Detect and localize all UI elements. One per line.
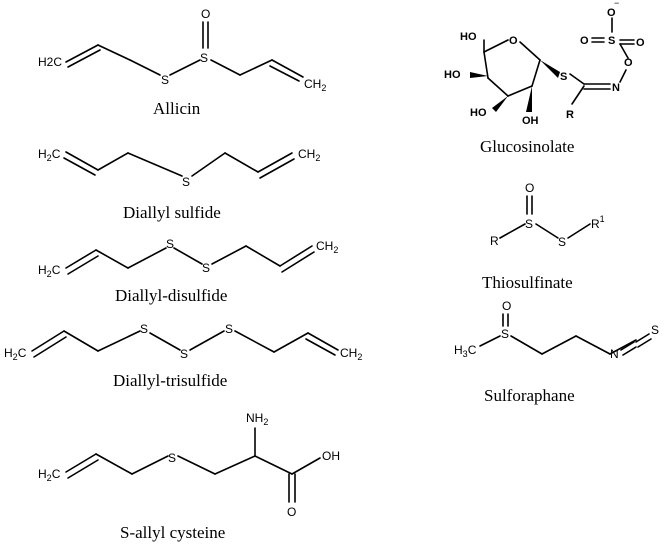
thiosulfinate-sulfur-1: S: [525, 217, 533, 231]
s-allyl-cysteine-caption: S-allyl cysteine: [120, 523, 225, 542]
diallyl-sulfide-caption: Diallyl sulfide: [123, 203, 221, 222]
glucosinolate-ho-bottom: HO: [470, 107, 487, 119]
diallyl-trisulfide-h2c-label: H2C: [4, 346, 27, 362]
glucosinolate-structure: O HO HO HO OH OH S N R O S O −: [444, 0, 645, 156]
sulforaphane-nitrogen-visible: N: [610, 347, 619, 361]
sulforaphane-h3c-label: H3C: [454, 343, 477, 359]
sulforaphane-oxygen: O: [502, 299, 511, 313]
glucosinolate-ho-top: HO: [460, 31, 477, 43]
glucosinolate-oh-bottom: OH: [522, 115, 539, 127]
s-allyl-cysteine-nh2-label: NH2: [246, 411, 268, 427]
glucosinolate-caption: Glucosinolate: [480, 137, 574, 156]
thiosulfinate-caption: Thiosulfinate: [482, 273, 573, 292]
diallyl-disulfide-structure: H2C S S CH2 Diallyl-disulfide: [38, 237, 338, 305]
allicin-ch2-label: CH2: [304, 77, 326, 93]
diallyl-trisulfide-sulfur-2: S: [180, 347, 188, 361]
thiosulfinate-sulfur-2: S: [558, 235, 566, 249]
glucosinolate-r-group: R: [566, 109, 574, 121]
diallyl-trisulfide-ch2-label: CH2: [340, 346, 362, 362]
glucosinolate-negative-charge: −: [614, 0, 619, 8]
allicin-caption: Allicin: [153, 99, 201, 118]
allicin-structure: H2C S S O CH2 Allicin: [38, 7, 326, 118]
diallyl-trisulfide-caption: Diallyl-trisulfide: [113, 371, 227, 390]
glucosinolate-oxime-oxygen: O: [624, 57, 633, 69]
thiosulfinate-r-right: R1: [591, 214, 605, 231]
diallyl-sulfide-structure: H2C S CH2 Diallyl sulfide: [38, 147, 320, 222]
s-allyl-cysteine-h2c-label: H2C: [38, 467, 61, 483]
thiosulfinate-r-left: R: [490, 234, 499, 248]
diallyl-disulfide-h2c-label: H2C: [38, 263, 61, 279]
allicin-oxygen: O: [201, 7, 210, 21]
diallyl-sulfide-ch2-label: CH2: [298, 147, 320, 163]
glucosinolate-sulfur-link: S: [560, 71, 567, 83]
glucosinolate-sulfate-o-top: O: [580, 35, 589, 47]
s-allyl-cysteine-sulfur: S: [168, 451, 176, 465]
diallyl-disulfide-sulfur-1: S: [166, 237, 174, 251]
glucosinolate-ho-left: HO: [444, 69, 461, 81]
glucosinolate-sulfate-sulfur: S: [608, 35, 615, 47]
thiosulfinate-oxygen: O: [525, 181, 534, 195]
diallyl-sulfide-h2c-label: H2C: [38, 147, 61, 163]
diallyl-trisulfide-sulfur-1: S: [140, 322, 148, 336]
sulforaphane-terminal-sulfur-visible: S: [651, 323, 659, 337]
s-allyl-cysteine-oxygen: O: [287, 505, 296, 519]
glucosinolate-nitrogen: N: [612, 82, 620, 94]
s-allyl-cysteine-oh-label: OH: [322, 449, 340, 463]
glucosinolate-sulfate-o-right: O: [636, 37, 645, 49]
allicin-h2c-label: H2C: [38, 55, 62, 69]
sulforaphane-structure: H3C S O N C S Sulforaphane: [454, 299, 637, 405]
glucosinolate-ring-oxygen: O: [509, 35, 518, 47]
diallyl-disulfide-sulfur-2: S: [202, 261, 210, 275]
diallyl-trisulfide-sulfur-3: S: [225, 322, 233, 336]
allicin-sulfur-2: S: [200, 51, 208, 65]
s-allyl-cysteine-structure: H2C S NH2 OH O S-allyl cysteine: [38, 411, 340, 542]
diallyl-trisulfide-structure: H2C S S S CH2 Diallyl-trisulfide: [4, 322, 362, 390]
glucosinolate-sulfate-o-minus: O: [607, 7, 616, 19]
sulforaphane-caption: Sulforaphane: [484, 386, 575, 405]
thiosulfinate-structure: R S O S R1 Thiosulfinate: [482, 181, 605, 292]
diallyl-disulfide-ch2-label: CH2: [316, 239, 338, 255]
sulforaphane-sulfur: S: [501, 327, 509, 341]
diallyl-disulfide-caption: Diallyl-disulfide: [115, 286, 227, 305]
allicin-sulfur-1: S: [161, 73, 169, 87]
diallyl-sulfide-sulfur: S: [182, 175, 190, 189]
